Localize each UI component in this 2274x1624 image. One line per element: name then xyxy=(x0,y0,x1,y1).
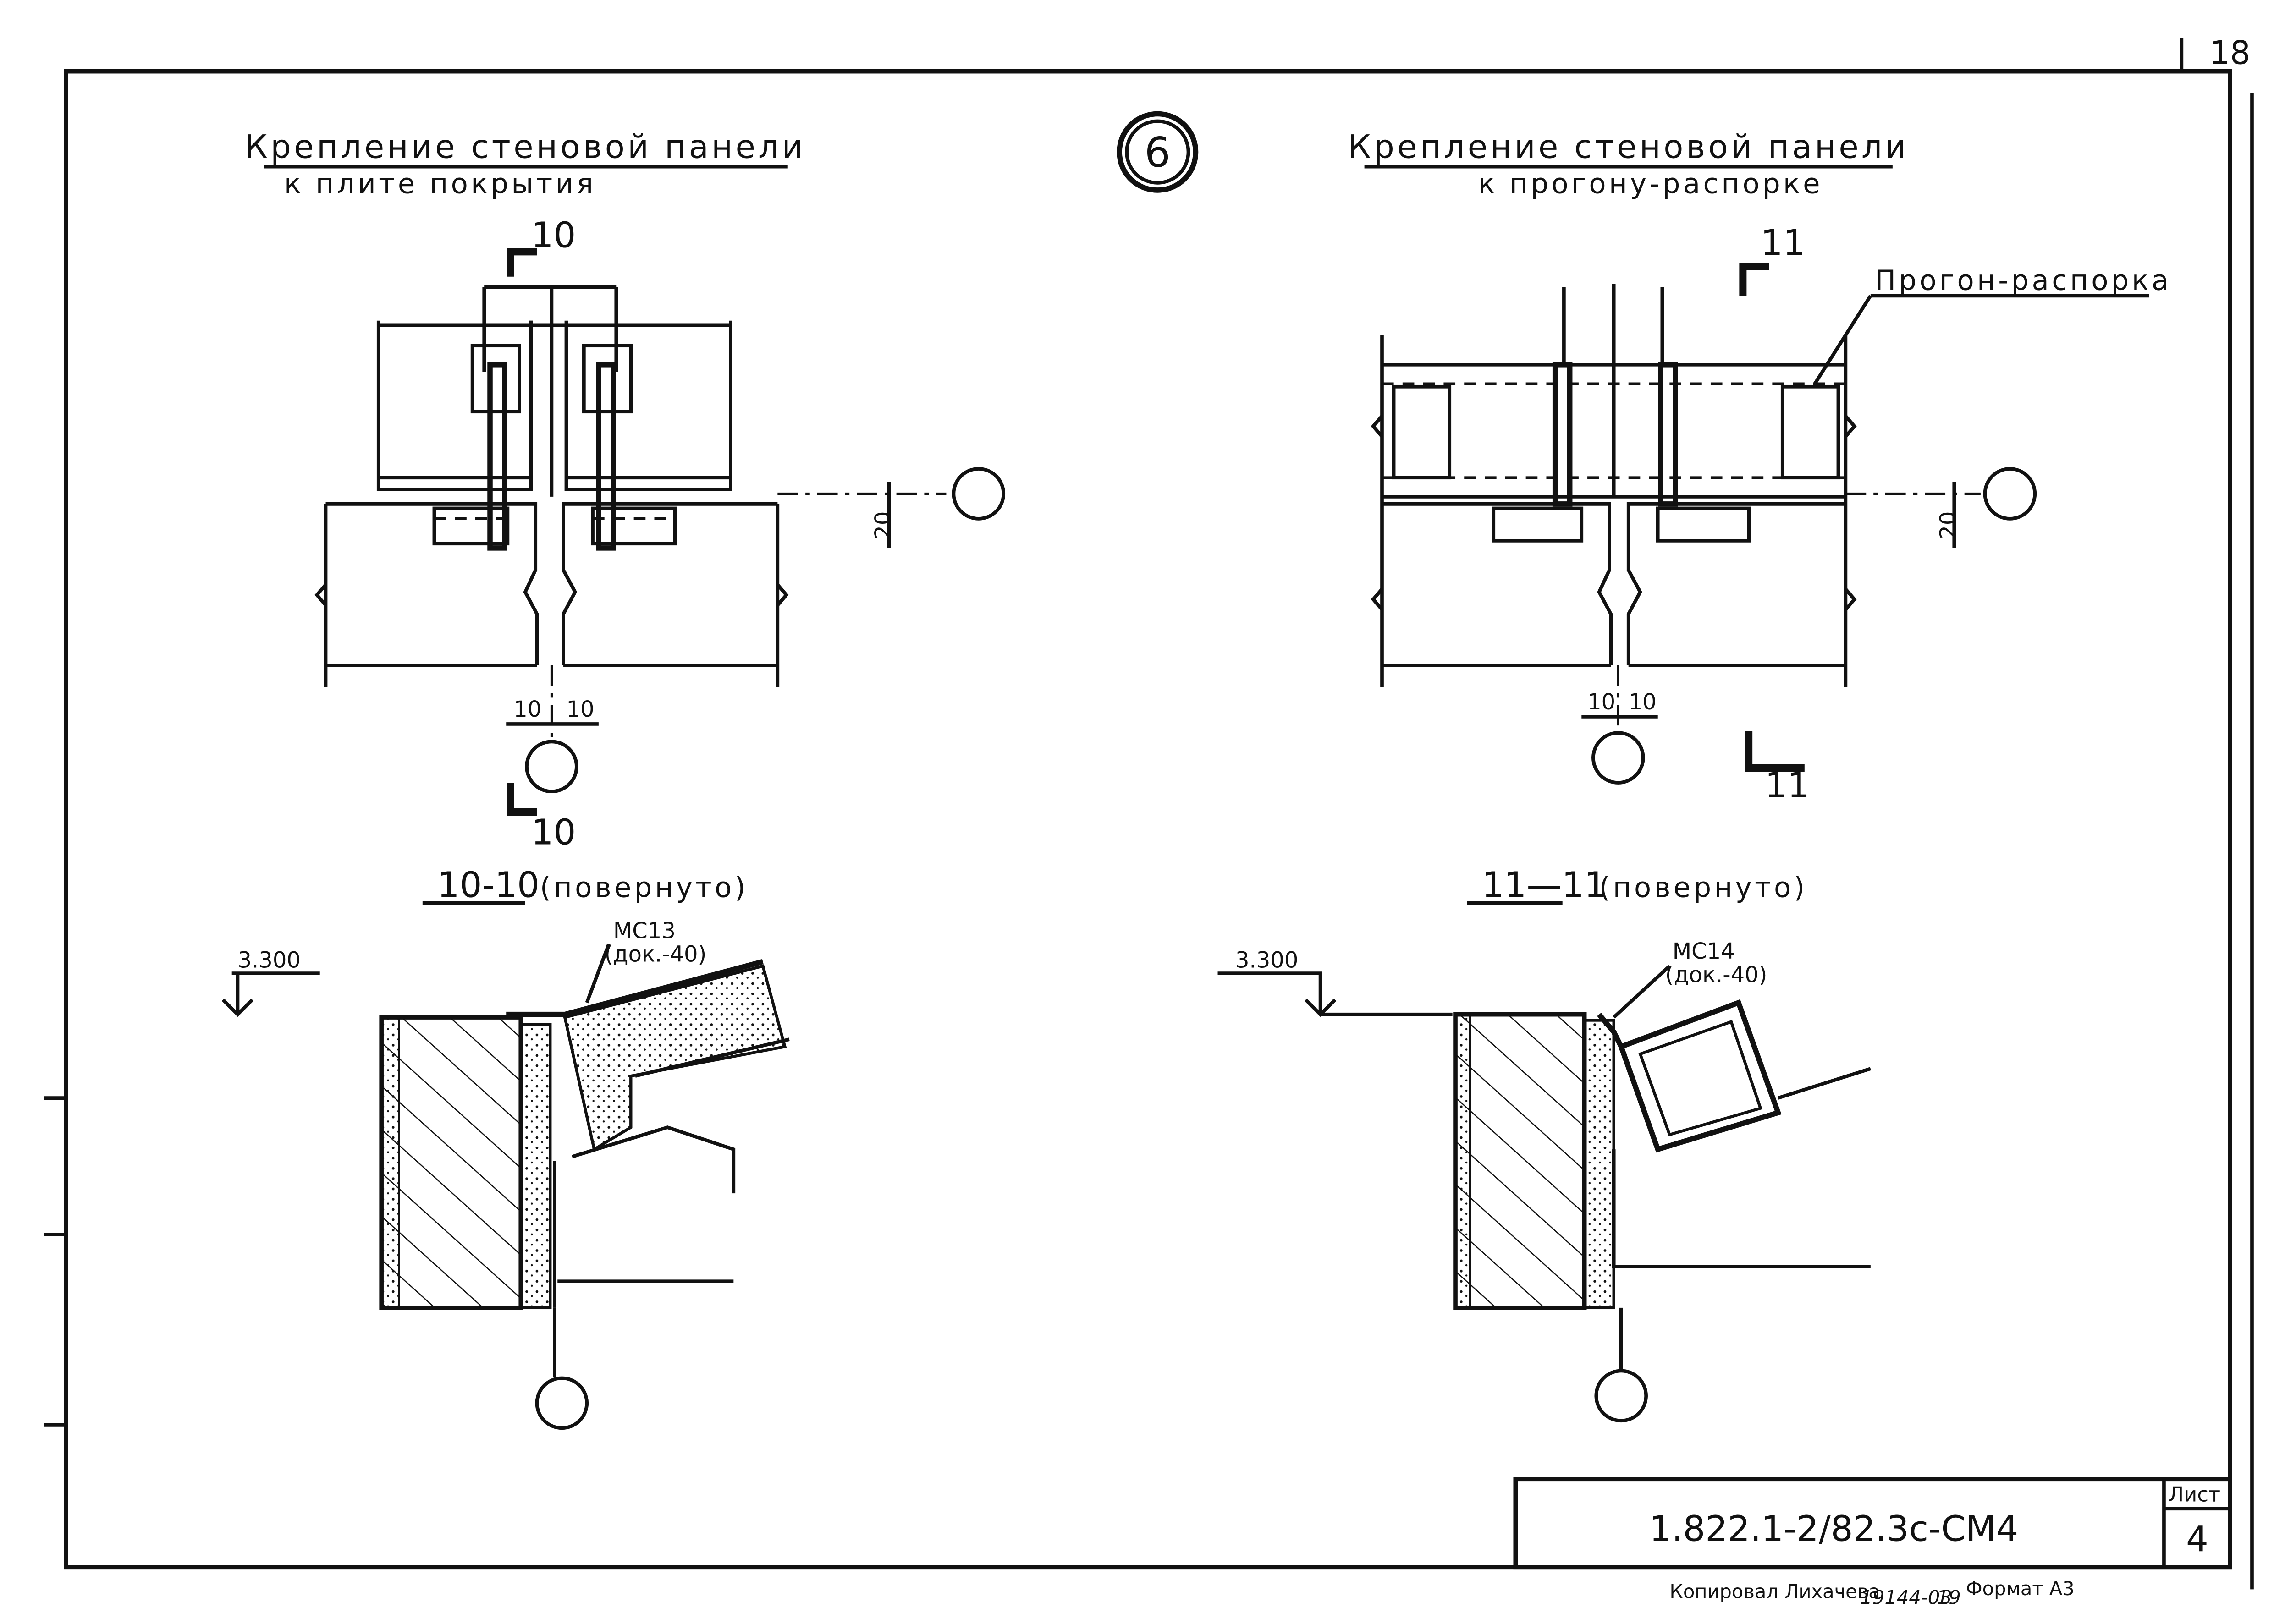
detail-marker-number: 6 xyxy=(1145,129,1171,177)
copied-by: Копировал Лихачева xyxy=(1669,1580,1880,1603)
left-section-note: (повернуто) xyxy=(540,872,749,904)
right-section-label: 11—11 xyxy=(1482,865,1607,906)
title-block xyxy=(1513,1477,2232,1570)
left-section-part: МС13 xyxy=(613,918,676,944)
left-plan-subtitle: к плите покрытия xyxy=(284,168,596,200)
left-dim-gap-left: 10 xyxy=(513,697,541,722)
inventory-suffix: 19 xyxy=(1937,1586,1961,1608)
left-plan-drawing: 10 20 xyxy=(314,215,1006,853)
right-section-elevation: 3.300 xyxy=(1235,947,1298,973)
left-dim-gap-right: 10 xyxy=(566,697,594,722)
right-cut-bottom: 11 xyxy=(1765,765,1810,806)
left-cut-bottom: 10 xyxy=(531,812,576,853)
right-cut-top: 11 xyxy=(1761,223,1806,263)
right-dim-offset: 20 xyxy=(1935,511,1961,539)
right-plan-drawing: 11 Прогон-распорка 20 xyxy=(1371,223,2171,806)
document-code: 1.822.1-2/82.3с-СМ4 xyxy=(1649,1509,2018,1550)
left-cut-top: 10 xyxy=(531,215,576,256)
right-plan-subtitle: к прогону-распорке xyxy=(1478,168,1823,200)
page-number: 18 xyxy=(2209,34,2251,72)
sheet-frame xyxy=(44,38,2254,1590)
right-section-part-doc: (док.-40) xyxy=(1665,962,1767,988)
right-dim-gap-right: 10 xyxy=(1629,689,1657,715)
right-dim-gap-left: 10 xyxy=(1587,689,1615,715)
right-section-note: (повернуто) xyxy=(1599,872,1808,904)
left-section-drawing xyxy=(379,959,790,1430)
right-section-drawing xyxy=(1453,999,1871,1423)
left-section-label: 10-10 xyxy=(437,865,540,906)
format-label: Формат А3 xyxy=(1966,1577,2075,1600)
right-callout: Прогон-распорка xyxy=(1875,265,2171,297)
sheet-label: Лист xyxy=(2169,1482,2221,1506)
left-section-elevation: 3.300 xyxy=(238,947,301,973)
left-dim-offset: 20 xyxy=(870,511,896,539)
sheet-number: 4 xyxy=(2186,1519,2208,1560)
right-plan-title: Крепление стеновой панели xyxy=(1348,128,1909,166)
left-plan-title: Крепление стеновой панели xyxy=(245,128,806,166)
detail-marker: 6 xyxy=(1117,111,1199,193)
inventory-number: 19144-03 xyxy=(1860,1586,1952,1608)
right-section-part: МС14 xyxy=(1673,938,1735,964)
left-section-part-doc: (док.-40) xyxy=(605,941,707,967)
